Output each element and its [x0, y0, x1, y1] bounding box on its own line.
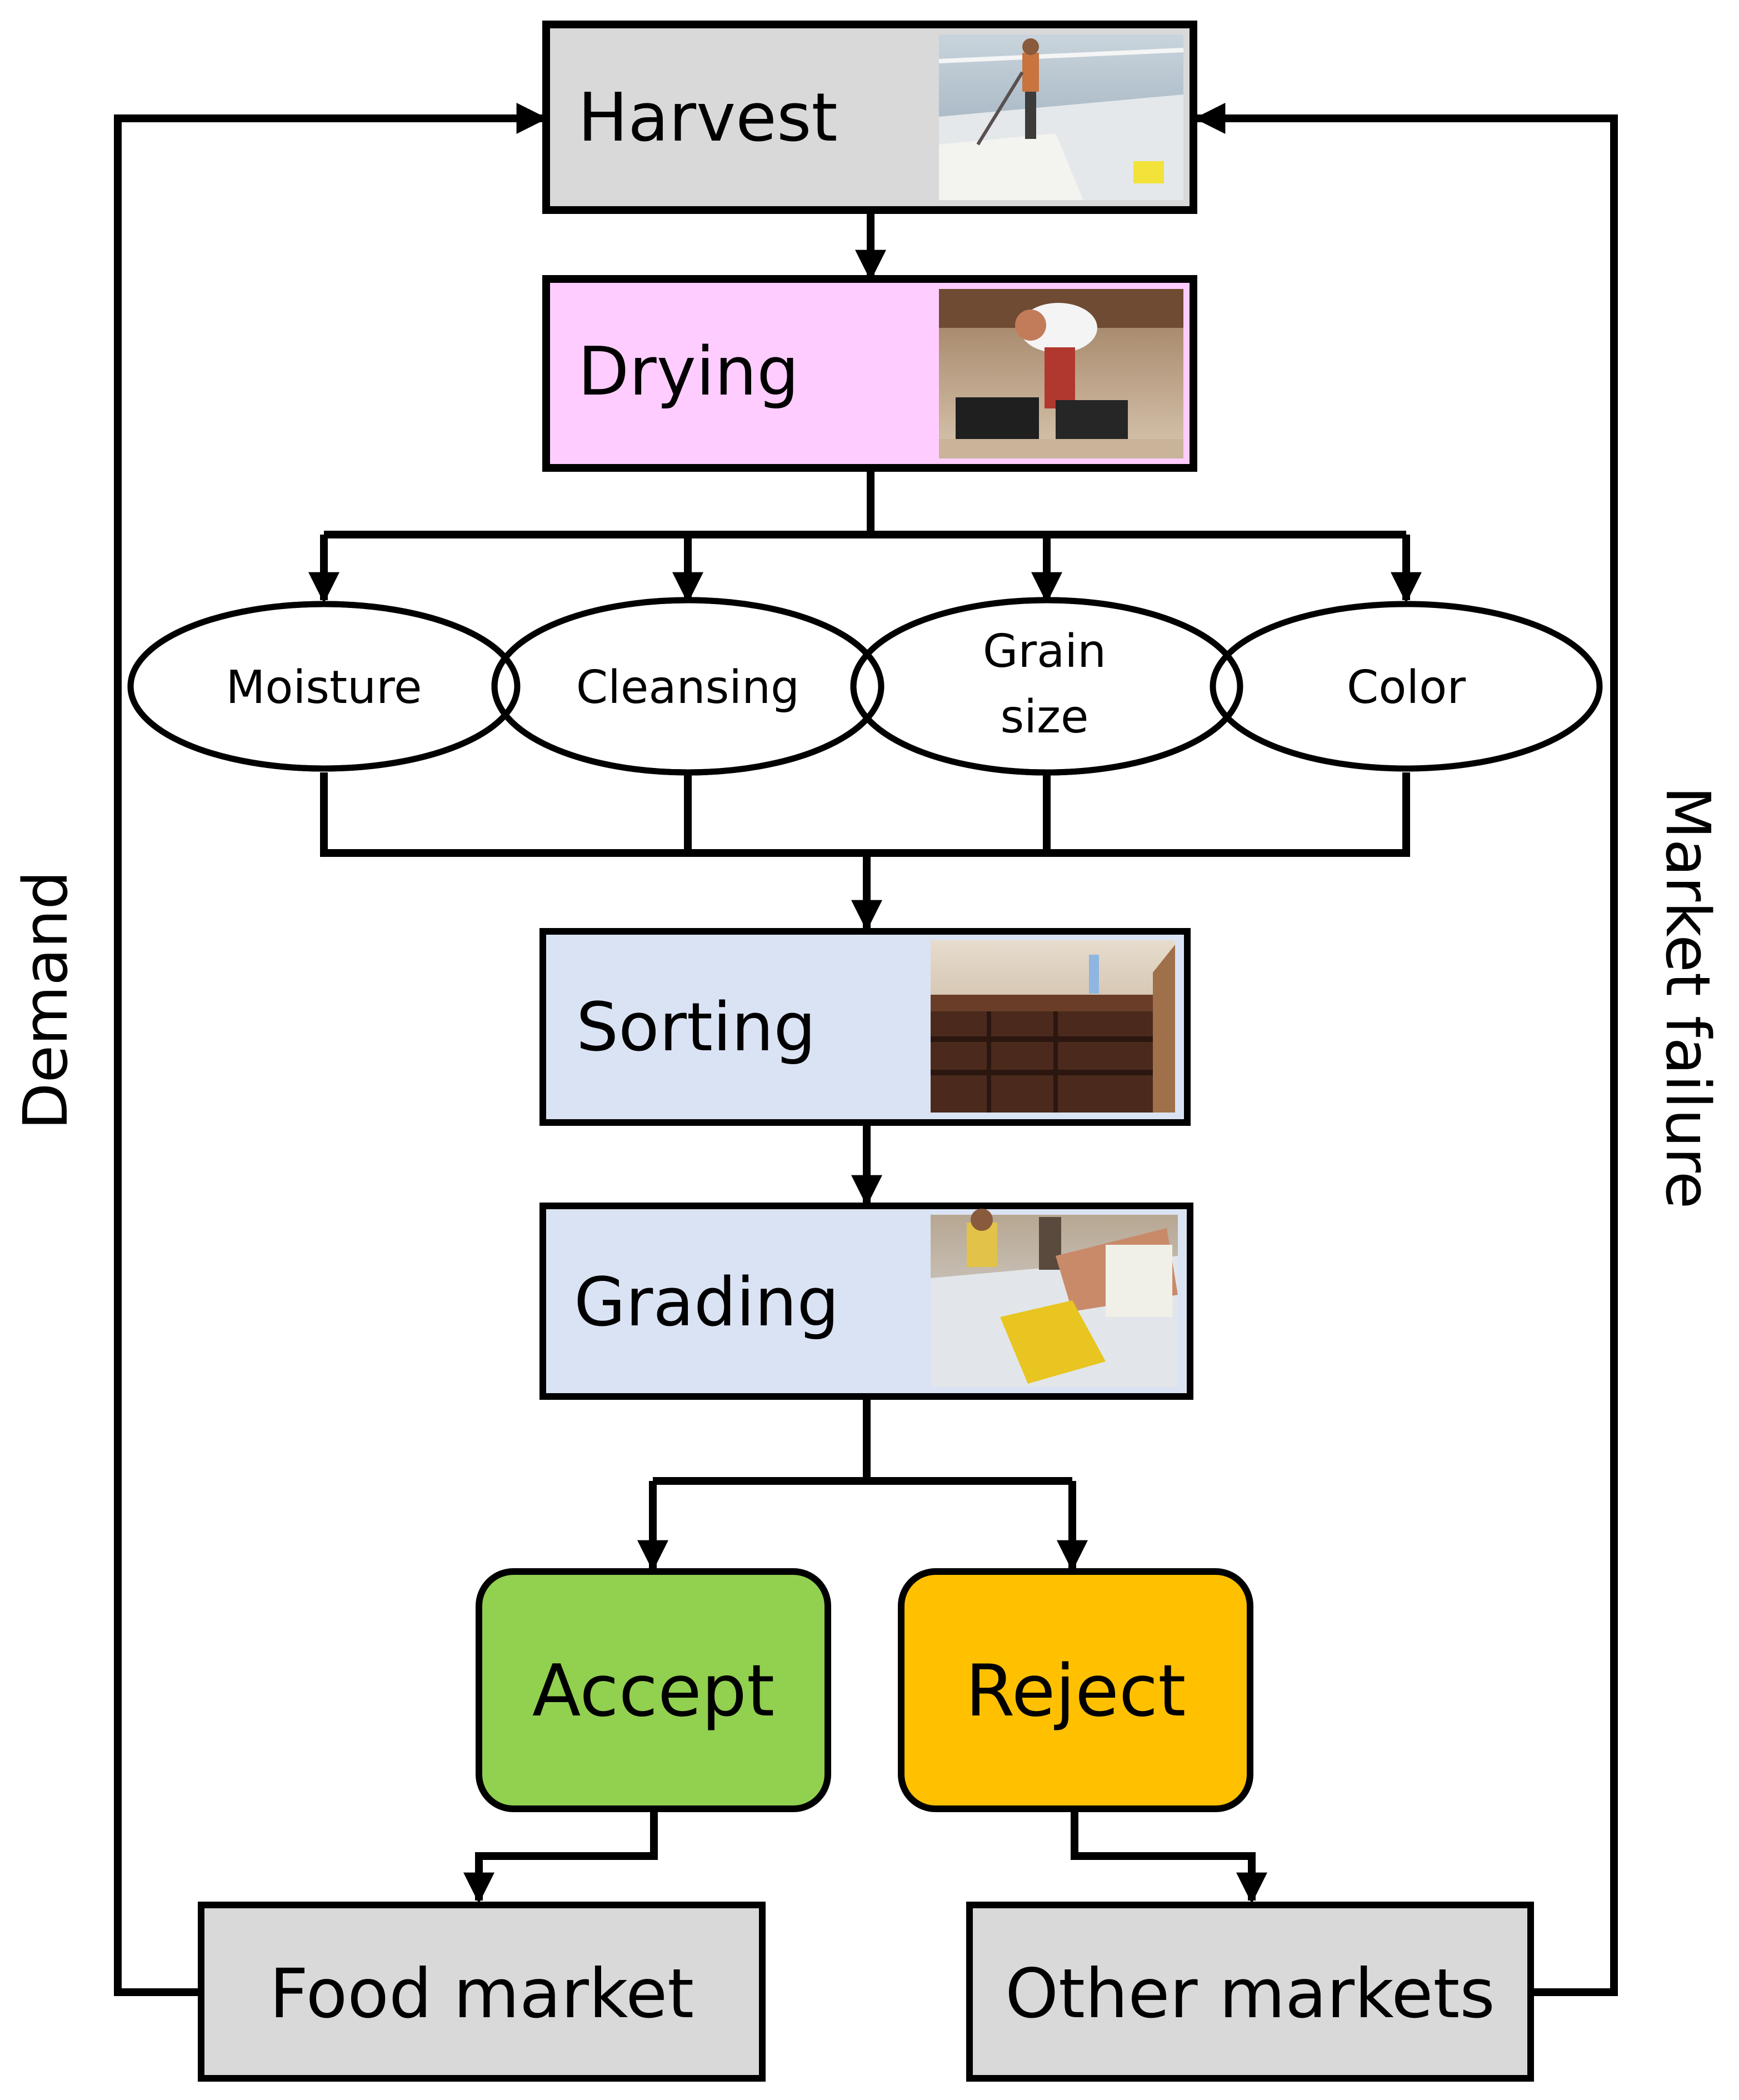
check-moisture-outline [127, 601, 521, 772]
demand-label: Demand [10, 871, 81, 1130]
check-grain-size-outline [850, 597, 1243, 776]
decision-reject-label: Reject [966, 1650, 1186, 1733]
stage-drying-label: Drying [578, 333, 799, 411]
check-moisture-label: Moisture [226, 661, 422, 714]
decision-accept: Accept [476, 1568, 831, 1812]
merge-bus-bottom [320, 772, 1410, 857]
check-color-ellipse [1210, 601, 1603, 772]
check-color-label: Color [1347, 661, 1466, 714]
arrow-reject-to-other-markets [1071, 1809, 1267, 1904]
market-food: Food market [198, 1902, 766, 2082]
demand-feedback-loop [114, 103, 548, 1996]
check-cleansing-outline [491, 597, 885, 776]
market-food-box [198, 1902, 766, 2082]
market-failure-feedback-loop [1194, 103, 1618, 1996]
decision-reject-box [898, 1568, 1253, 1812]
decision-reject: Reject [898, 1568, 1253, 1812]
connectors [114, 103, 1618, 1996]
decision-accept-box [476, 1568, 831, 1812]
salt-harvest-photo-icon [938, 34, 1184, 200]
stage-sorting: Sorting [539, 928, 1191, 1126]
salt-drying-photo-icon [939, 289, 1183, 458]
quality-checks: Moisture Cleansing Grain size Color [127, 597, 1603, 776]
stage-grading-label: Grading [574, 1264, 839, 1341]
decision-accept-label: Accept [532, 1650, 774, 1733]
stage-harvest: Harvest [542, 21, 1197, 214]
stage-harvest-label: Harvest [578, 79, 838, 157]
market-other-label: Other markets [1005, 1954, 1495, 2033]
market-other: Other markets [966, 1902, 1534, 2082]
market-food-label: Food market [269, 1954, 694, 2033]
market-other-box [966, 1902, 1534, 2082]
arrow-accept-to-food-market [463, 1809, 658, 1904]
check-grain-size-label-line1: Grain [983, 625, 1106, 678]
stage-sorting-label: Sorting [576, 989, 816, 1066]
check-cleansing-label: Cleansing [576, 661, 799, 714]
check-grain-size-label-line2: size [1001, 691, 1089, 744]
salt-sorting-photo-icon [931, 940, 1175, 1113]
salt-grading-photo-icon [931, 1209, 1178, 1387]
stage-drying: Drying [542, 275, 1197, 472]
stage-grading: Grading [539, 1203, 1193, 1400]
market-failure-label: Market failure [1652, 786, 1723, 1209]
